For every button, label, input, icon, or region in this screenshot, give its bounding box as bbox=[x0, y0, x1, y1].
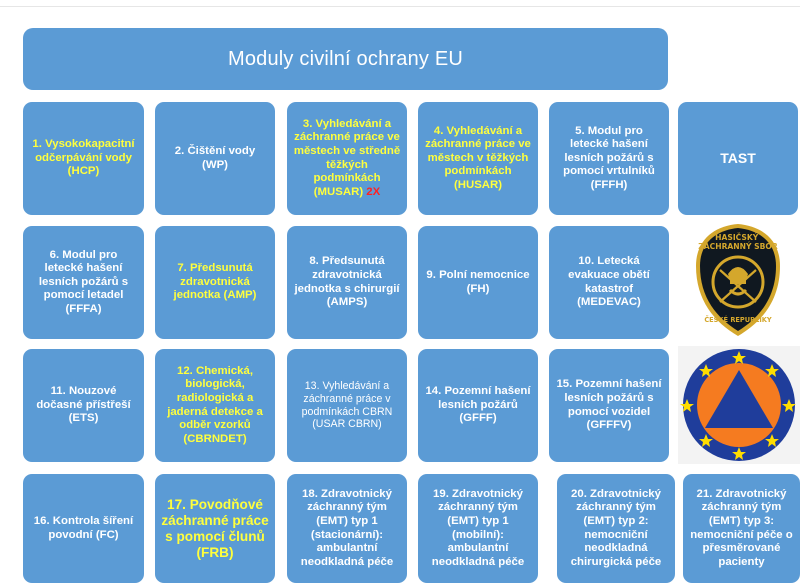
badge-text-top-line1: HASIČSKÝ bbox=[715, 233, 759, 242]
module-tile-13: 13. Vyhledávání a záchranné práce v podm… bbox=[287, 349, 407, 462]
module-text-3: 3. Vyhledávání a záchranné práce ve měst… bbox=[293, 117, 401, 198]
module-label-10: 10. Letecká evakuace obětí katastrof (ME… bbox=[568, 255, 650, 309]
module-tile-21: 21. Zdravotnický záchranný tým (EMT) typ… bbox=[683, 474, 800, 583]
module-label-18: 18. Zdravotnický záchranný tým (EMT) typ… bbox=[300, 487, 394, 568]
module-label-12: 12. Chemická, biologická, radiologická a… bbox=[167, 364, 263, 445]
page-title: Moduly civilní ochrany EU bbox=[23, 28, 668, 90]
module-label-1: 1. Vysokokapacitní odčerpávání vody (HCP… bbox=[32, 138, 135, 178]
module-label-20: 20. Zdravotnický záchranný tým (EMT) typ… bbox=[570, 487, 662, 568]
module-tile-8: 8. Předsunutá zdravotnická jednotka s ch… bbox=[287, 226, 407, 339]
module-label-11: 11. Nouzové dočasné přístřeší (ETS) bbox=[36, 385, 131, 425]
module-label-14: 14. Pozemní hašení lesních požárů (GFFF) bbox=[425, 385, 531, 425]
module-label-6: 6. Modul pro letecké hašení lesních požá… bbox=[38, 248, 129, 315]
module-label-3: 3. Vyhledávání a záchranné práce ve měst… bbox=[293, 118, 401, 200]
module-tile-17: 17. Povodňové záchranné práce s pomocí č… bbox=[155, 474, 275, 583]
module-label-19: 19. Zdravotnický záchranný tým (EMT) typ… bbox=[431, 487, 525, 568]
module-label-8: 8. Předsunutá zdravotnická jednotka s ch… bbox=[294, 255, 400, 309]
module-label-21: 21. Zdravotnický záchranný tým (EMT) typ… bbox=[690, 487, 793, 568]
fire-rescue-badge-icon: HASIČSKÝ ZÁCHRANNÝ SBOR ČESKÉ REPUBLIKY bbox=[696, 224, 780, 336]
module-label-17: 17. Povodňové záchranné práce s pomocí č… bbox=[161, 496, 269, 560]
module-count-badge: 2X bbox=[366, 185, 381, 198]
svg-text:HASIČSKÝ ZÁCHRANNÝ SBOR: HASIČSKÝ ZÁCHRANNÝ SBOR bbox=[698, 233, 778, 251]
badge-text-top-line2: ZÁCHRANNÝ SBOR bbox=[698, 242, 778, 251]
top-divider bbox=[0, 6, 800, 7]
module-tile-2: 2. Čištění vody (WP) bbox=[155, 102, 275, 215]
module-tile-12: 12. Chemická, biologická, radiologická a… bbox=[155, 349, 275, 462]
module-tile-15: 15. Pozemní hašení lesních požárů s pomo… bbox=[549, 349, 669, 462]
module-label-9: 9. Polní nemocnice (FH) bbox=[426, 268, 530, 295]
module-label-2: 2. Čištění vody (WP) bbox=[174, 144, 256, 171]
module-tile-1: 1. Vysokokapacitní odčerpávání vody (HCP… bbox=[23, 102, 144, 215]
module-label-16: 16. Kontrola šíření povodní (FC) bbox=[33, 514, 134, 541]
module-tile-6: 6. Modul pro letecké hašení lesních požá… bbox=[23, 226, 144, 339]
module-label-15: 15. Pozemní hašení lesních požárů s pomo… bbox=[556, 378, 662, 432]
module-tile-18: 18. Zdravotnický záchranný tým (EMT) typ… bbox=[287, 474, 407, 583]
module-tile-tast: TAST bbox=[678, 102, 798, 215]
module-label-7: 7. Předsunutá zdravotnická jednotka (AMP… bbox=[173, 262, 257, 302]
module-label-13: 13. Vyhledávání a záchranné práce v podm… bbox=[301, 380, 393, 431]
module-tile-10: 10. Letecká evakuace obětí katastrof (ME… bbox=[549, 226, 669, 339]
module-tile-16: 16. Kontrola šíření povodní (FC) bbox=[23, 474, 144, 583]
module-tile-14: 14. Pozemní hašení lesních požárů (GFFF) bbox=[418, 349, 538, 462]
civil-protection-emblem-icon bbox=[678, 346, 800, 464]
module-tile-11: 11. Nouzové dočasné přístřeší (ETS) bbox=[23, 349, 144, 462]
module-label-4: 4. Vyhledávání a záchranné práce ve měst… bbox=[425, 124, 531, 191]
module-tile-9: 9. Polní nemocnice (FH) bbox=[418, 226, 538, 339]
module-tile-20: 20. Zdravotnický záchranný tým (EMT) typ… bbox=[557, 474, 675, 583]
module-tile-5: 5. Modul pro letecké hašení lesních požá… bbox=[549, 102, 669, 215]
module-tile-4: 4. Vyhledávání a záchranné práce ve měst… bbox=[418, 102, 538, 215]
module-tile-7: 7. Předsunutá zdravotnická jednotka (AMP… bbox=[155, 226, 275, 339]
module-label-tast: TAST bbox=[720, 149, 756, 166]
module-tile-3: 3. Vyhledávání a záchranné práce ve měst… bbox=[287, 102, 407, 215]
badge-text-bottom: ČESKÉ REPUBLIKY bbox=[704, 315, 772, 324]
svg-text:ČESKÉ REPUBLIKY: ČESKÉ REPUBLIKY bbox=[704, 315, 772, 324]
module-label-5: 5. Modul pro letecké hašení lesních požá… bbox=[563, 124, 655, 191]
module-tile-19: 19. Zdravotnický záchranný tým (EMT) typ… bbox=[418, 474, 538, 583]
